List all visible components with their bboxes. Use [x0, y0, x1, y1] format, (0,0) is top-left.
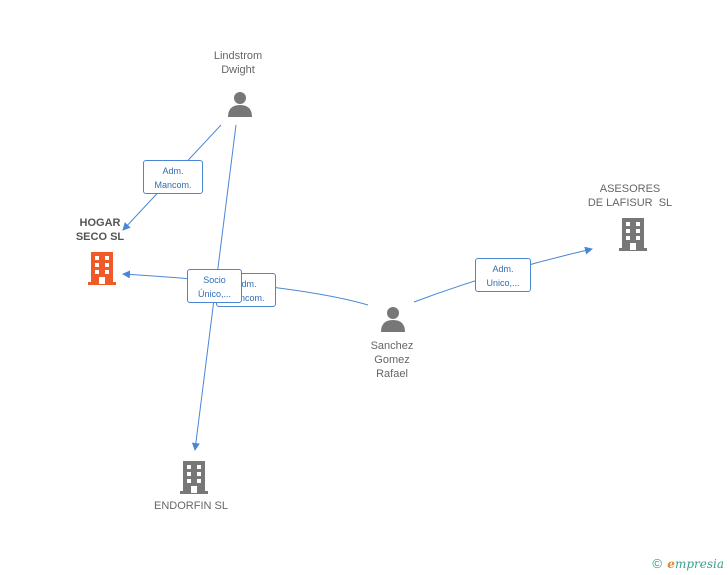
building-icon[interactable] [86, 250, 118, 286]
badge-line1: Adm. [235, 279, 257, 289]
edge-badge-lindstrom-socio[interactable]: Socio Único,... [187, 269, 242, 303]
badge-line1: Socio [203, 275, 226, 285]
badge-line2: Mancom. [227, 293, 265, 303]
person-icon[interactable] [379, 304, 407, 332]
copyright-symbol: © [652, 556, 662, 571]
brand-e: e [667, 557, 675, 571]
building-icon[interactable] [617, 216, 649, 252]
asesores-label: ASESORES DE LAFISUR SL [587, 183, 673, 209]
badge-line2: Mancom. [154, 180, 192, 190]
lindstrom-label: Lindstrom Dwight [213, 50, 263, 76]
edge-badge-lindstrom-hogar[interactable]: Adm. Mancom. [143, 160, 203, 194]
hogar-label: HOGAR SECO SL [75, 217, 125, 243]
footer-brand: © empresia [652, 556, 724, 571]
endorfin-label: ENDORFIN SL [154, 500, 228, 512]
building-icon[interactable] [178, 459, 210, 495]
badge-line2: Único,... [197, 289, 231, 299]
edge-badge-sanchez-asesores[interactable]: Adm. Unico,... [475, 258, 531, 292]
badge-line1: Adm. [162, 166, 184, 176]
badge-line2: Unico,... [486, 278, 520, 288]
sanchez-label: Sanchez Gomez Rafael [370, 340, 414, 380]
badge-line1: Adm. [492, 264, 514, 274]
brand-name: mpresia [674, 557, 724, 571]
person-icon[interactable] [226, 89, 254, 117]
